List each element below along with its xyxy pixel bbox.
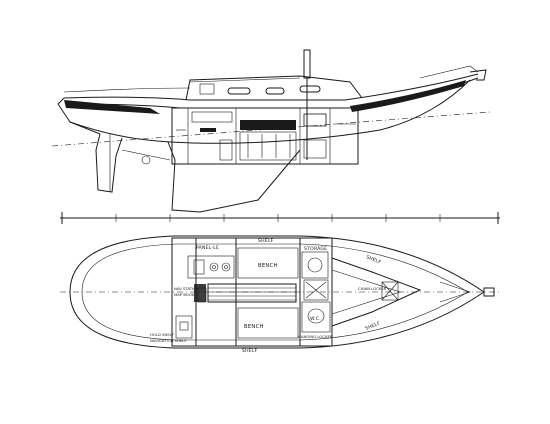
label-shelf-bottom: SHELF	[242, 348, 258, 354]
bow-pulpit	[419, 65, 479, 79]
vanity-hatch	[305, 281, 327, 299]
burner-center	[212, 265, 216, 269]
waterline	[51, 111, 491, 147]
cabin-plan-outline	[171, 237, 333, 347]
portlight-2	[265, 87, 285, 95]
wc-compartment	[301, 301, 331, 333]
label-nav-station: NAV STATION	[174, 286, 199, 291]
profile-view	[51, 49, 491, 213]
label-shelf-right-top: SHELF	[365, 254, 382, 265]
label-wc: W.C.	[310, 316, 321, 322]
label-hold-shelf: HOLD SHELF	[150, 332, 174, 337]
label-bench-bottom: BENCH	[244, 324, 264, 330]
settee-front	[239, 131, 297, 161]
mast-stub	[303, 49, 311, 79]
bow-bracket	[439, 281, 471, 303]
label-map-book: MAP BOOK	[174, 292, 195, 297]
quarter-hatch	[179, 321, 189, 331]
portlight-1	[227, 87, 251, 95]
sheer-line	[63, 73, 479, 101]
burner-center	[224, 265, 228, 269]
bench-bottom-plan	[237, 307, 299, 339]
nav-chart-table	[194, 284, 206, 302]
quarter-locker	[175, 315, 193, 339]
wc-bowl	[307, 308, 325, 324]
settee-back	[240, 120, 296, 130]
galley-stove	[200, 128, 216, 132]
plan-view: PANEL-LE SHELF STORAGE SHELF CHAIN LOCKE…	[60, 235, 500, 354]
prop-shaft	[121, 149, 171, 161]
propeller	[141, 155, 151, 165]
v-berth	[331, 257, 422, 327]
lifeline	[63, 87, 191, 93]
bow-tip	[469, 69, 487, 81]
deck-line	[67, 77, 479, 109]
sink	[193, 259, 205, 275]
hull-stripe-fwd	[350, 80, 466, 112]
portlight-3	[299, 85, 321, 93]
vanity	[303, 279, 329, 301]
storage-hatch-round	[307, 257, 323, 273]
label-storage: STORAGE	[304, 246, 327, 252]
keel	[167, 141, 301, 213]
salon-table	[207, 283, 297, 303]
label-nav-shelf: NAVIGATION SHELF	[150, 338, 187, 343]
label-hanging-locker: HANGING LOCKER	[298, 334, 333, 339]
galley-cabinet	[219, 139, 233, 161]
rudder	[95, 133, 123, 193]
stove-burner	[209, 262, 219, 272]
hull-bottom	[69, 79, 471, 144]
galley-counter-plan	[187, 255, 235, 279]
companionway	[199, 83, 215, 95]
label-shelf-top: SHELF	[258, 238, 274, 244]
cabin-top	[189, 77, 301, 83]
label-bench-top: BENCH	[258, 263, 278, 269]
bench-top-plan	[237, 247, 299, 279]
ladder	[197, 287, 207, 303]
label-shelf-right-bottom: SHELF	[365, 320, 382, 331]
scale-bar	[60, 212, 500, 224]
stern-transom	[57, 97, 101, 135]
forepeak-hatch-x	[381, 281, 399, 301]
v-berth-inner	[331, 269, 401, 315]
stove-burner	[221, 262, 231, 272]
interior-profile	[171, 107, 359, 165]
galley-counter	[191, 111, 233, 123]
forepeak-hatch	[381, 281, 399, 301]
hull-stripe-aft	[64, 100, 160, 114]
cabin-trunk	[185, 75, 363, 101]
bow-fitting	[483, 287, 495, 297]
storage-compartment	[301, 251, 329, 279]
head-locker	[303, 139, 327, 159]
head-compartment	[303, 113, 327, 127]
interior-outline	[171, 107, 359, 165]
label-panel-left: PANEL-LE	[196, 245, 219, 251]
label-chain-locker: CHAIN LOCKER	[358, 286, 387, 291]
